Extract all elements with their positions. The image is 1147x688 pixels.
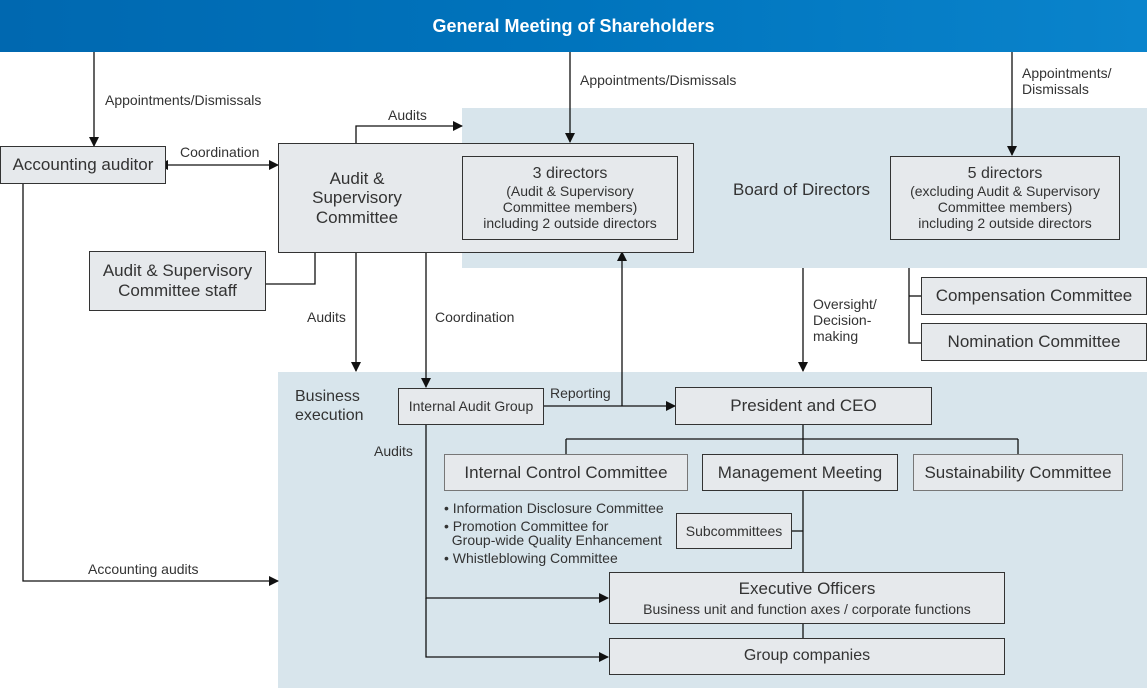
business-execution-label: Business execution <box>295 387 375 425</box>
list-item: Group-wide Quality Enhancement <box>444 532 662 549</box>
label-coordination-mid: Coordination <box>435 309 515 325</box>
asc-line: Audit & <box>329 168 385 188</box>
label-line: Appointments/ <box>1022 65 1112 81</box>
compensation-label: Compensation Committee <box>935 286 1133 306</box>
compensation-committee-box: Compensation Committee <box>921 277 1147 315</box>
internal-control-label: Internal Control Committee <box>464 462 668 482</box>
sustainability-label: Sustainability Committee <box>924 462 1112 482</box>
label-audits-internal: Audits <box>374 443 413 459</box>
label-reporting: Reporting <box>550 385 611 401</box>
general-meeting-header: General Meeting of Shareholders <box>0 0 1147 52</box>
label-line: making <box>813 328 859 345</box>
management-meeting-label: Management Meeting <box>717 462 883 482</box>
label-coordination-top: Coordination <box>180 144 260 160</box>
other-directors-line: (excluding Audit & Supervisory <box>910 183 1100 200</box>
label-oversight: Oversight/ Decision- making <box>813 296 877 344</box>
business-execution-text: Business execution <box>295 388 364 425</box>
list-item: • Whistleblowing Committee <box>444 550 618 567</box>
executive-officers-subtitle: Business unit and function axes / corpor… <box>643 601 971 618</box>
line-committees <box>908 268 921 344</box>
nomination-committee-box: Nomination Committee <box>921 323 1147 361</box>
other-directors-count: 5 directors <box>967 164 1043 182</box>
board-of-directors-label: Board of Directors <box>733 180 870 199</box>
asc-title: Audit & Supervisory Committee <box>279 169 435 228</box>
arrow-audits-top <box>355 121 463 143</box>
subcommittees-box: Subcommittees <box>676 513 792 549</box>
label-accounting-audits: Accounting audits <box>88 561 199 577</box>
internal-control-committee-box: Internal Control Committee <box>444 454 688 491</box>
internal-audit-group-box: Internal Audit Group <box>398 388 544 425</box>
executive-officers-title: Executive Officers <box>738 578 876 598</box>
asc-directors-line: including 2 outside directors <box>483 215 657 232</box>
asc-staff-line: Committee staff <box>118 281 237 300</box>
accounting-auditor-box: Accounting auditor <box>0 146 166 184</box>
internal-control-subcommittees-list: • Information Disclosure Committee • Pro… <box>444 500 664 567</box>
president-ceo-box: President and CEO <box>675 387 932 425</box>
management-meeting-box: Management Meeting <box>702 454 898 491</box>
asc-directors-box: 3 directors (Audit & Supervisory Committ… <box>462 156 678 240</box>
label-line: Decision- <box>813 312 872 329</box>
line-staff <box>266 252 316 285</box>
sustainability-committee-box: Sustainability Committee <box>913 454 1123 491</box>
arrow-ia-group <box>425 598 609 662</box>
nomination-label: Nomination Committee <box>947 332 1121 352</box>
asc-staff-line: Audit & Supervisory <box>102 261 253 281</box>
label-line: Dismissals <box>1022 81 1089 98</box>
asc-directors-line: Committee members) <box>502 199 638 216</box>
asc-directors-count: 3 directors <box>532 164 608 182</box>
asc-staff-box: Audit & Supervisory Committee staff <box>89 251 266 311</box>
label-audits-mid: Audits <box>307 309 346 325</box>
group-companies-label: Group companies <box>743 647 871 665</box>
list-item: • Information Disclosure Committee <box>444 500 664 516</box>
header-title: General Meeting of Shareholders <box>432 15 715 36</box>
accounting-auditor-label: Accounting auditor <box>12 155 154 175</box>
ceo-label: President and CEO <box>730 396 877 416</box>
list-item: • Promotion Committee for <box>444 517 609 534</box>
label-appt-right: Appointments/ Dismissals <box>1022 65 1112 97</box>
label-appt-left: Appointments/Dismissals <box>105 92 262 108</box>
group-companies-box: Group companies <box>609 638 1005 675</box>
internal-audit-label: Internal Audit Group <box>408 398 534 415</box>
label-appt-mid: Appointments/Dismissals <box>580 72 737 88</box>
other-directors-line: including 2 outside directors <box>918 215 1092 232</box>
label-line: Oversight/ <box>813 296 877 312</box>
arrow-accounting-audits <box>22 184 279 586</box>
other-directors-line: Committee members) <box>937 199 1073 216</box>
subcommittees-label: Subcommittees <box>685 522 783 539</box>
asc-line: Supervisory <box>312 188 402 208</box>
label-audits-top: Audits <box>388 107 427 123</box>
asc-directors-line: (Audit & Supervisory <box>506 183 634 200</box>
executive-officers-box: Executive Officers Business unit and fun… <box>609 572 1005 624</box>
asc-line: Committee <box>315 207 399 227</box>
other-directors-box: 5 directors (excluding Audit & Superviso… <box>890 156 1120 240</box>
